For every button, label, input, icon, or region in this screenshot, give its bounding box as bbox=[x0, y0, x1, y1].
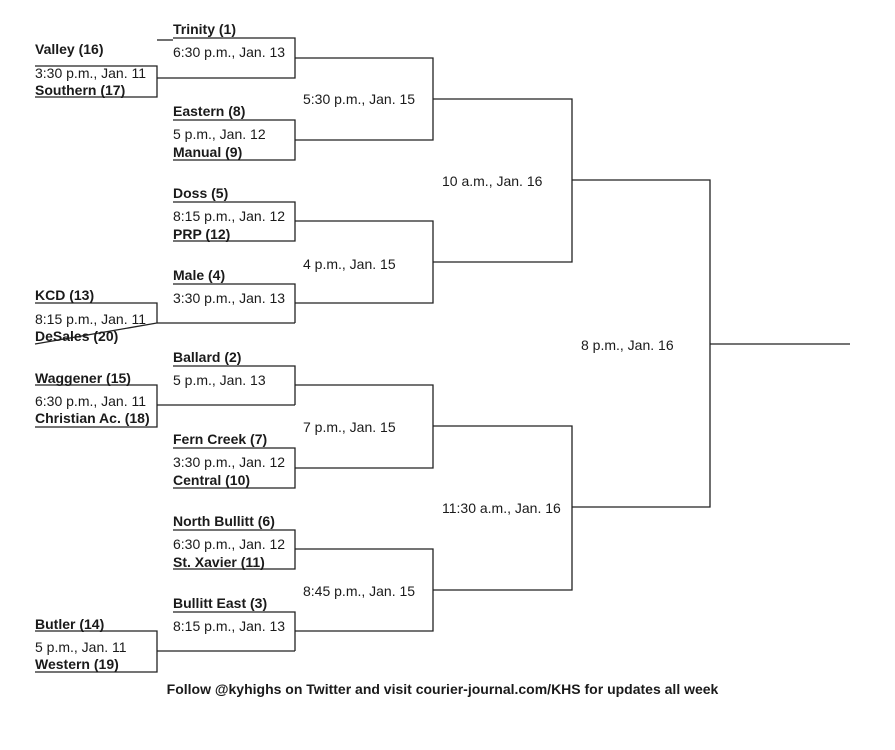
team-kcd: KCD (13) bbox=[35, 287, 95, 303]
team-doss: Doss (5) bbox=[173, 185, 229, 201]
game-time-r2-1: 6:30 p.m., Jan. 13 bbox=[173, 44, 286, 60]
game-time-r2-5: 5 p.m., Jan. 13 bbox=[173, 372, 266, 388]
game-time-r1-3: 6:30 p.m., Jan. 11 bbox=[35, 393, 147, 409]
bracket-line-r1-waggener-christian bbox=[35, 384, 158, 428]
bracket-line-r1-kcd-desales bbox=[34, 302, 158, 345]
game-time-qf-3: 7 p.m., Jan. 15 bbox=[303, 419, 396, 435]
footer-note: Follow @kyhighs on Twitter and visit cou… bbox=[166, 681, 719, 697]
bracket-line-r1-valley-southern bbox=[35, 65, 158, 98]
game-time-r2-4: 3:30 p.m., Jan. 13 bbox=[173, 290, 286, 306]
game-time-r2-3: 8:15 p.m., Jan. 12 bbox=[173, 208, 286, 224]
team-bullitt-east: Bullitt East (3) bbox=[173, 595, 268, 611]
team-waggener: Waggener (15) bbox=[35, 370, 131, 386]
team-valley: Valley (16) bbox=[35, 41, 104, 57]
bracket-line-r2-8 bbox=[173, 611, 296, 651]
game-time-r1-2: 8:15 p.m., Jan. 11 bbox=[35, 311, 147, 327]
bracket-line-sf-2 bbox=[433, 425, 573, 591]
team-desales: DeSales (20) bbox=[35, 328, 119, 344]
team-prp: PRP (12) bbox=[173, 226, 231, 242]
game-time-r1-4: 5 p.m., Jan. 11 bbox=[35, 639, 127, 655]
game-time-r2-7: 6:30 p.m., Jan. 12 bbox=[173, 536, 286, 552]
bracket-line-r2-5 bbox=[173, 365, 296, 405]
team-manual: Manual (9) bbox=[173, 144, 243, 160]
game-time-qf-1: 5:30 p.m., Jan. 15 bbox=[303, 91, 416, 107]
team-north-bullitt: North Bullitt (6) bbox=[173, 513, 275, 529]
team-western: Western (19) bbox=[35, 656, 119, 672]
team-trinity: Trinity (1) bbox=[173, 21, 237, 37]
game-time-sf-2: 11:30 a.m., Jan. 16 bbox=[442, 500, 561, 516]
game-time-r2-2: 5 p.m., Jan. 12 bbox=[173, 126, 266, 142]
game-time-r1-1: 3:30 p.m., Jan. 11 bbox=[35, 65, 147, 81]
game-time-r2-6: 3:30 p.m., Jan. 12 bbox=[173, 454, 286, 470]
game-time-r2-8: 8:15 p.m., Jan. 13 bbox=[173, 618, 286, 634]
bracket-line-r2-4 bbox=[173, 283, 296, 323]
team-eastern: Eastern (8) bbox=[173, 103, 246, 119]
team-ballard: Ballard (2) bbox=[173, 349, 242, 365]
team-fern-creek: Fern Creek (7) bbox=[173, 431, 268, 447]
team-central: Central (10) bbox=[173, 472, 251, 488]
team-st-xavier: St. Xavier (11) bbox=[173, 554, 265, 570]
team-southern: Southern (17) bbox=[35, 82, 126, 98]
game-time-sf-1: 10 a.m., Jan. 16 bbox=[442, 173, 543, 189]
game-time-final: 8 p.m., Jan. 16 bbox=[581, 337, 674, 353]
game-time-qf-4: 8:45 p.m., Jan. 15 bbox=[303, 583, 416, 599]
team-male: Male (4) bbox=[173, 267, 226, 283]
team-christian-ac: Christian Ac. (18) bbox=[35, 410, 150, 426]
team-butler: Butler (14) bbox=[35, 616, 105, 632]
game-time-qf-2: 4 p.m., Jan. 15 bbox=[303, 256, 396, 272]
